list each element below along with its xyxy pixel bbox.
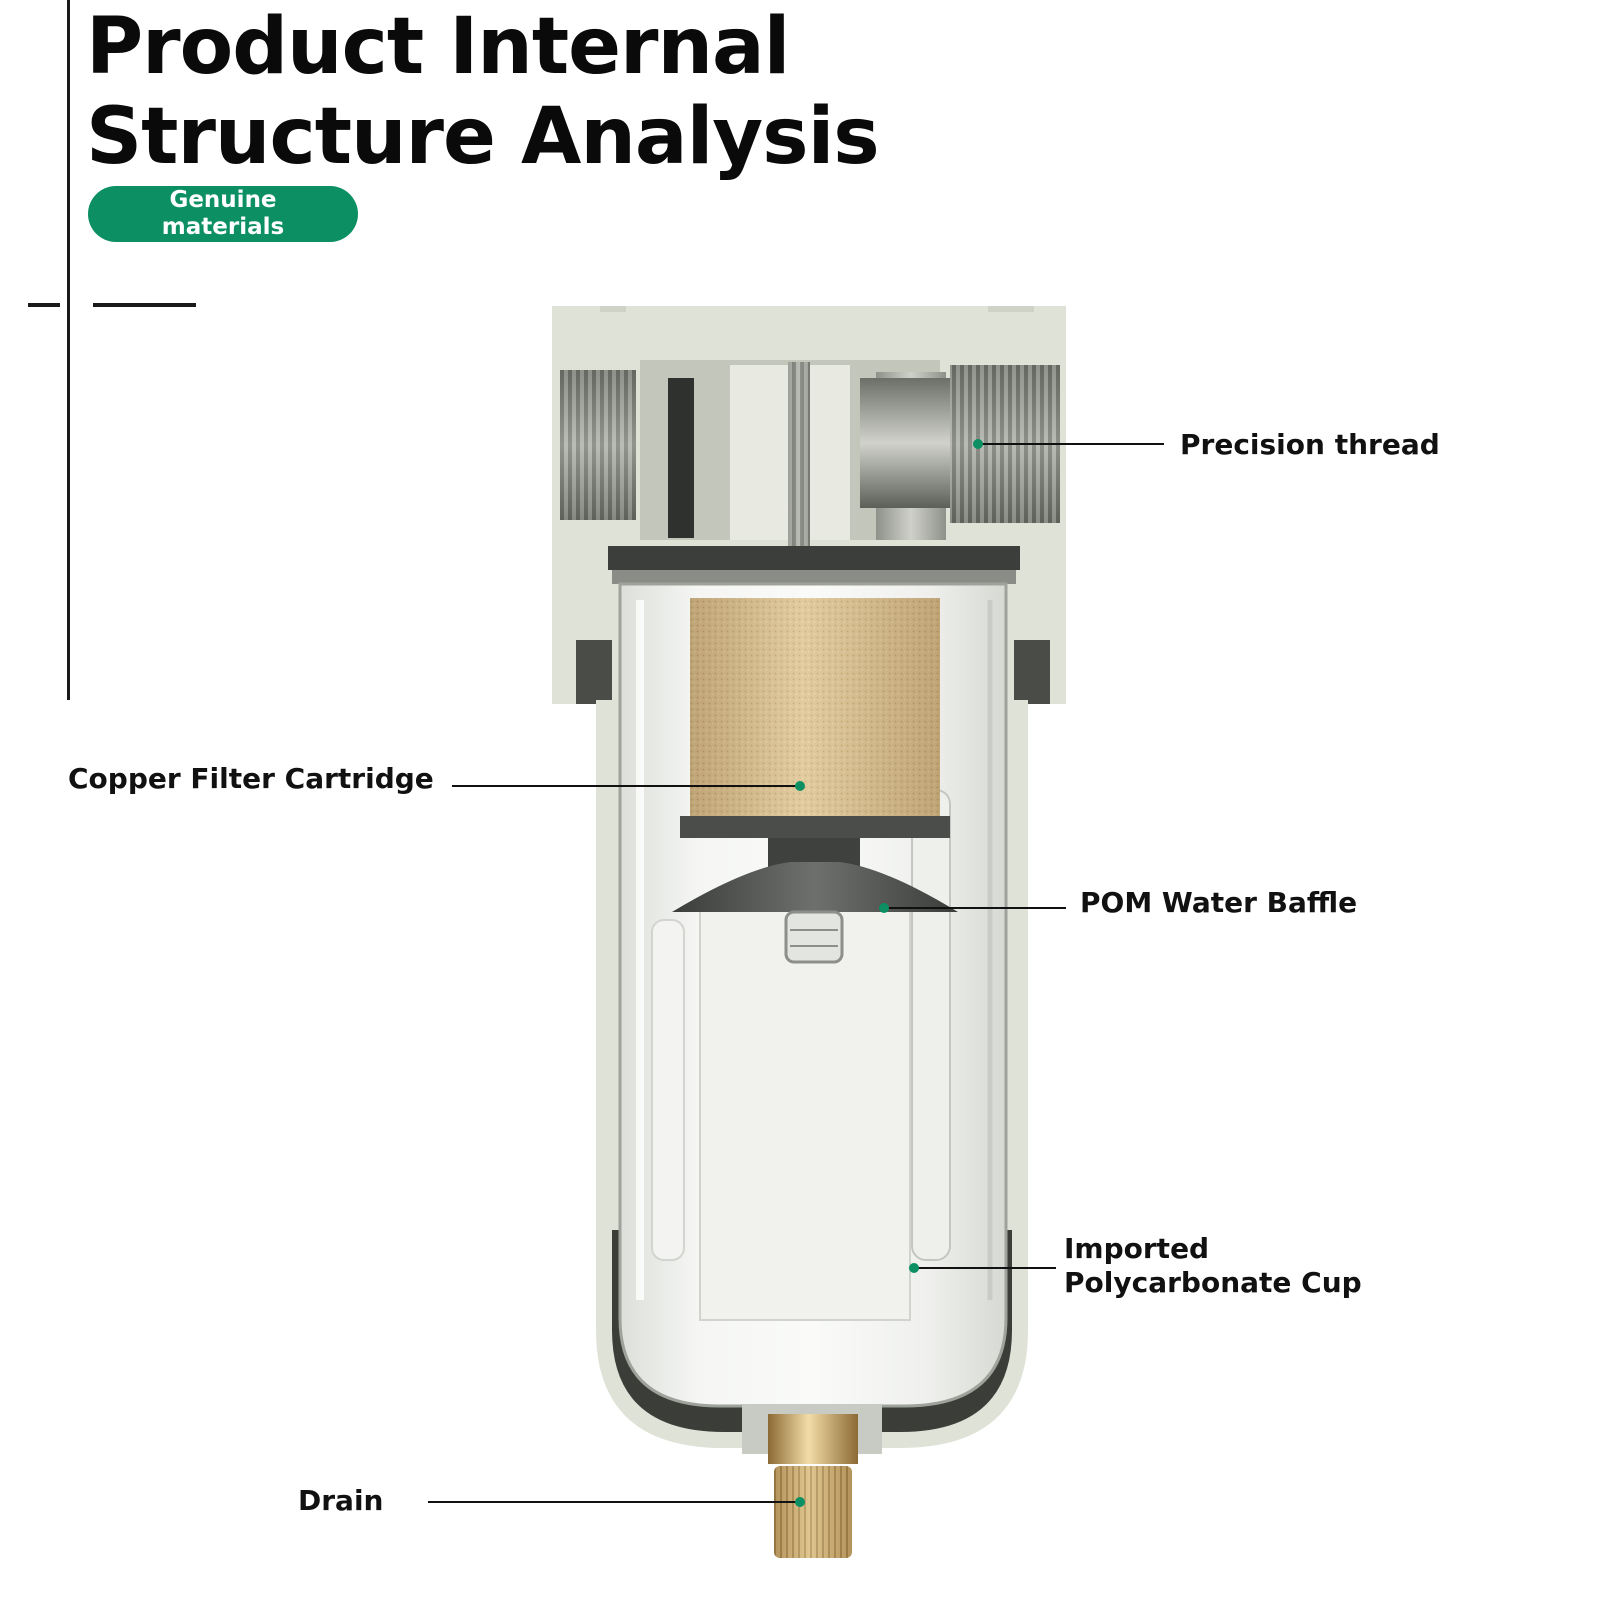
callout-pc-cup <box>909 1263 1056 1273</box>
label-pc-cup: Imported Polycarbonate Cup <box>1064 1232 1362 1300</box>
callout-precision-thread <box>973 439 1164 449</box>
callout-copper-filter <box>452 781 805 791</box>
label-precision-thread: Precision thread <box>1180 428 1440 461</box>
page-title: Product Internal Structure Analysis <box>86 2 880 182</box>
badge-line-2: materials <box>161 214 285 240</box>
page-title-line-2: Structure Analysis <box>86 92 880 182</box>
label-copper-filter: Copper Filter Cartridge <box>68 762 434 795</box>
label-drain: Drain <box>298 1484 384 1517</box>
page-title-line-1: Product Internal <box>86 2 790 92</box>
label-pc-cup-line-2: Polycarbonate Cup <box>1064 1266 1362 1299</box>
filter-head-housing <box>552 306 1066 704</box>
label-pc-cup-line-1: Imported <box>1064 1232 1210 1265</box>
drain-valve <box>742 1404 882 1558</box>
copper-filter-cartridge <box>690 598 940 818</box>
callout-drain <box>428 1497 805 1507</box>
label-pom-baffle: POM Water Baffle <box>1080 886 1358 919</box>
decorative-vertical-line <box>67 0 70 700</box>
genuine-materials-badge: Genuine materials <box>88 186 358 242</box>
callout-pom-baffle <box>879 903 1066 913</box>
decorative-tick-long <box>93 303 196 307</box>
badge-line-1: Genuine <box>169 187 277 213</box>
pom-water-baffle <box>672 816 958 964</box>
decorative-tick-short <box>28 303 60 307</box>
